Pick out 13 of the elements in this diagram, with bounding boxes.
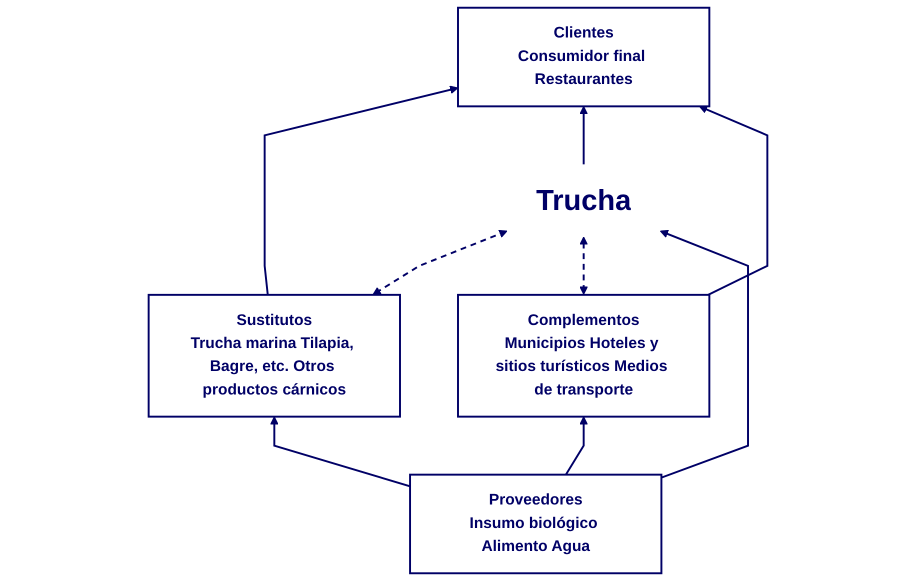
arrow bbox=[565, 416, 588, 476]
arrow bbox=[372, 230, 508, 296]
arrow bbox=[270, 416, 410, 488]
arrow bbox=[579, 106, 588, 164]
node-box: Clientes Consumidor final Restaurantes bbox=[457, 6, 710, 108]
node-box: Complementos Municipios Hoteles y sitios turísticos Medios de transporte bbox=[457, 294, 710, 418]
arrow bbox=[579, 236, 588, 295]
arrow bbox=[264, 86, 458, 295]
arrow bbox=[698, 105, 768, 296]
node-box: Proveedores Insumo biológico Alimento Agua bbox=[409, 474, 662, 574]
arrow bbox=[660, 230, 749, 479]
node-box: Sustitutos Trucha marina Tilapia, Bagre, etc. Otros productos cárnicos bbox=[148, 294, 401, 418]
node-text: Trucha bbox=[536, 184, 632, 217]
